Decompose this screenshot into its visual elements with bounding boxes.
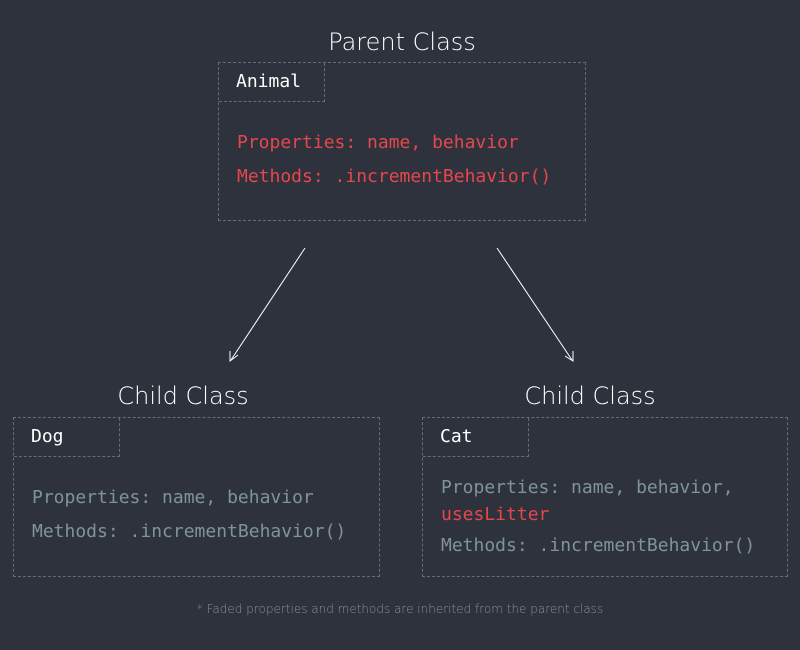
cat-child-class-heading: Child Class (524, 382, 656, 410)
footnote: * Faded properties and methods are inher… (196, 602, 604, 616)
cat-extra-property: usesLitter (441, 504, 550, 525)
animal-class-name: Animal (219, 63, 325, 102)
arrow-to-cat (496, 247, 574, 362)
cat-class-name: Cat (423, 418, 529, 457)
dog-class-name: Dog (14, 418, 120, 457)
cat-properties: Properties: name, behavior, (441, 477, 734, 498)
parent-class-heading: Parent Class (328, 28, 476, 56)
dog-class-box: Dog Properties: name, behavior Methods: … (13, 417, 380, 577)
cat-methods: Methods: .incrementBehavior() (441, 535, 756, 556)
animal-properties: Properties: name, behavior (237, 132, 519, 153)
animal-methods: Methods: .incrementBehavior() (237, 166, 552, 187)
dog-child-class-heading: Child Class (117, 382, 249, 410)
cat-class-box: Cat Properties: name, behavior, usesLitt… (422, 417, 788, 577)
dog-methods: Methods: .incrementBehavior() (32, 521, 347, 542)
dog-properties: Properties: name, behavior (32, 487, 314, 508)
animal-class-box: Animal Properties: name, behavior Method… (218, 62, 586, 221)
arrow-to-dog (229, 247, 306, 362)
